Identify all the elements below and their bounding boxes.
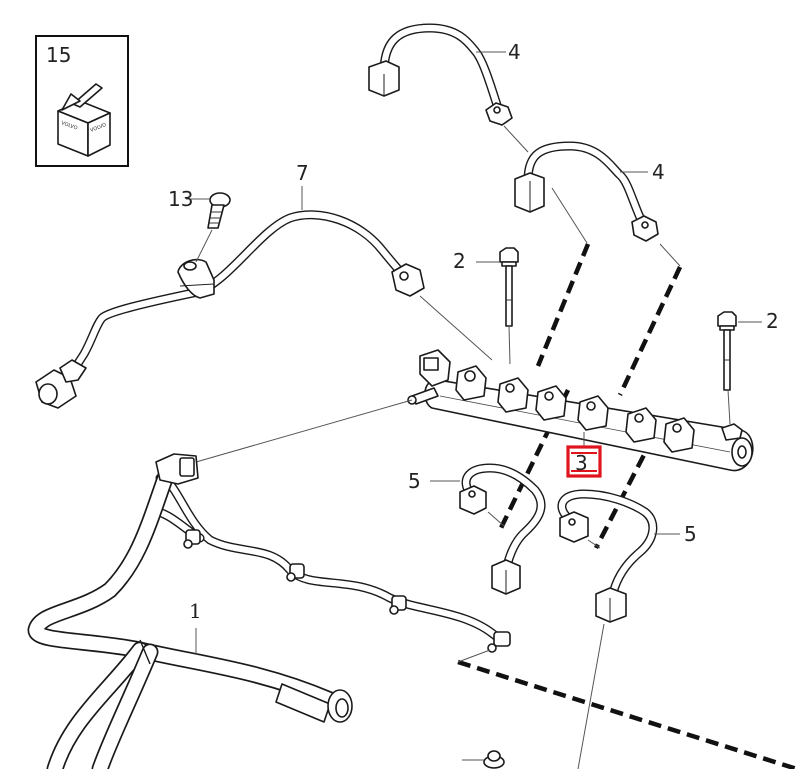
rail-outlets [455, 365, 743, 453]
fuel-rail-bolt-left[interactable] [476, 247, 519, 365]
callout-3[interactable]: 3 [575, 451, 588, 475]
package-box-icon: VOLVO VOLVO [57, 83, 111, 157]
high-pressure-feed-pipe[interactable] [35, 186, 493, 409]
callout-15[interactable]: 15 [46, 43, 71, 67]
fuel-return-line[interactable] [145, 473, 511, 663]
fuel-rail[interactable] [195, 349, 754, 472]
callout-3-highlight[interactable]: 3 [566, 445, 602, 478]
callout-1[interactable]: 1 [189, 599, 202, 623]
injection-pipe-lower-left[interactable] [430, 463, 546, 595]
svg-text:VOLVO: VOLVO [60, 120, 78, 131]
callout-6[interactable]: 7 [296, 161, 309, 185]
clamp-screw[interactable] [186, 192, 231, 263]
callout-5-left[interactable]: 5 [408, 469, 421, 493]
callout-5-right[interactable]: 5 [684, 522, 697, 546]
callout-2-left[interactable]: 2 [453, 249, 466, 273]
callout-4-middle[interactable]: 4 [652, 160, 665, 184]
nut[interactable] [462, 750, 505, 769]
kit-box-15[interactable]: 15 VOLVO VOLVO [35, 35, 129, 167]
injection-pipe-middle[interactable] [514, 141, 681, 267]
callout-4-upper[interactable]: 4 [508, 40, 521, 64]
callout-2-right[interactable]: 2 [766, 309, 779, 333]
pipe-clamp[interactable] [177, 258, 215, 299]
fuel-return-hose[interactable] [27, 453, 353, 769]
injection-pipe-upper[interactable] [368, 23, 529, 153]
fuel-rail-bolt-right[interactable] [717, 311, 762, 425]
callout-7[interactable]: 13 [168, 187, 193, 211]
svg-text:VOLVO: VOLVO [90, 122, 108, 134]
injection-pipe-lower-right[interactable] [557, 489, 680, 769]
hose-clips [183, 529, 511, 653]
